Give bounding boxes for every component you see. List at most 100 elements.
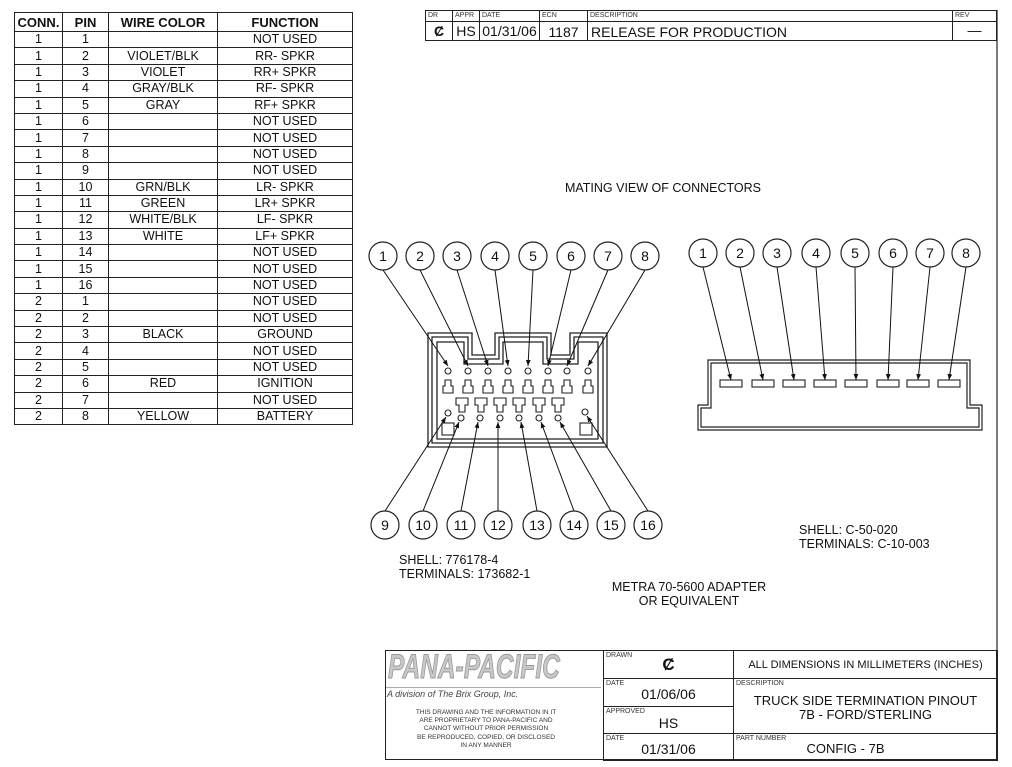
leader-line bbox=[460, 421, 480, 512]
cell-pin: 8 bbox=[62, 407, 109, 426]
pin-balloon: 1 bbox=[688, 238, 718, 268]
pin-balloon: 12 bbox=[483, 510, 513, 540]
pin-balloon-number: 3 bbox=[773, 245, 781, 261]
pin-balloon-circle bbox=[762, 238, 792, 268]
pin-balloon-circle bbox=[556, 241, 586, 271]
terminal bbox=[937, 379, 961, 388]
pin-balloon: 15 bbox=[596, 510, 626, 540]
leader-line bbox=[547, 269, 572, 367]
terminal-cavity bbox=[441, 422, 455, 436]
pin-balloon-circle bbox=[368, 241, 398, 271]
pin-hole bbox=[544, 367, 552, 375]
leader-line bbox=[739, 266, 765, 381]
pin-hole bbox=[457, 414, 465, 422]
rev-header-ecn: ECN bbox=[542, 12, 557, 19]
cell-function: NOT USED bbox=[217, 145, 353, 164]
cell-function: NOT USED bbox=[217, 293, 353, 311]
cell-function: BATTERY bbox=[217, 407, 353, 426]
date-label: DATE bbox=[606, 680, 625, 687]
pin-balloon-circle bbox=[593, 241, 623, 271]
description-label: DESCRIPTION bbox=[736, 680, 784, 687]
cell-function: NOT USED bbox=[217, 162, 353, 180]
drawn-value: Ȼ bbox=[662, 655, 675, 674]
pin-balloon-number: 8 bbox=[641, 248, 649, 264]
leader-line bbox=[853, 266, 859, 381]
proprietary-line: CANNOT WITHOUT PRIOR PERMISSION bbox=[423, 725, 549, 733]
division-text: A division of The Brix Group, Inc. bbox=[387, 689, 519, 699]
pin-balloon: 4 bbox=[801, 238, 831, 268]
pin-hole bbox=[563, 367, 571, 375]
pin-balloon-circle bbox=[725, 238, 755, 268]
pin-balloon-number: 5 bbox=[851, 245, 859, 261]
pin-hole bbox=[444, 367, 452, 375]
pin-hole bbox=[504, 367, 512, 375]
pin-balloon-circle bbox=[840, 238, 870, 268]
pin-balloon-number: 2 bbox=[416, 248, 424, 264]
leader-line bbox=[384, 416, 447, 512]
terminal-cavity bbox=[532, 397, 546, 413]
company-logo: PANA-PACIFIC bbox=[388, 648, 561, 687]
company-block: PANA-PACIFIC A division of The Brix Grou… bbox=[386, 648, 602, 761]
pin-balloon-number: 10 bbox=[415, 517, 431, 533]
pin-balloon-number: 11 bbox=[454, 517, 469, 533]
pin-balloon-circle bbox=[801, 238, 831, 268]
pin-balloon-number: 6 bbox=[567, 248, 575, 264]
pin-balloon: 2 bbox=[405, 241, 435, 271]
proprietary-line: BE REPRODUCED, COPIED, OR DISCLOSED bbox=[417, 733, 555, 741]
proprietary-line: ARE PROPRIETARY TO PANA-PACIFIC AND bbox=[419, 717, 553, 725]
pin-balloon-circle bbox=[559, 510, 589, 540]
logo-underline bbox=[386, 687, 601, 688]
pin-balloon-circle bbox=[915, 238, 945, 268]
pin-balloon-circle bbox=[446, 510, 476, 540]
pin-balloon-circle bbox=[688, 238, 718, 268]
pin-balloon-number: 2 bbox=[736, 245, 744, 261]
pin-balloon-number: 5 bbox=[529, 248, 537, 264]
pin-balloon-number: 13 bbox=[529, 517, 545, 533]
pin-balloon: 6 bbox=[556, 241, 586, 271]
pin-balloon-number: 14 bbox=[566, 517, 582, 533]
pin-balloon-number: 15 bbox=[603, 517, 619, 533]
pin-hole bbox=[484, 367, 492, 375]
pin-balloon-circle bbox=[596, 510, 626, 540]
pin-balloon-number: 4 bbox=[491, 248, 499, 264]
leader-line bbox=[947, 266, 967, 381]
terminal-cavity bbox=[482, 379, 494, 394]
cell-function: LR+ SPKR bbox=[217, 194, 353, 213]
proprietary-line: IN ANY MANNER bbox=[460, 741, 512, 749]
leader-line bbox=[815, 266, 827, 381]
leader-line bbox=[566, 269, 609, 367]
connector2-shell-label: SHELL: C-50-020 bbox=[799, 523, 898, 537]
cell-wire-color: YELLOW bbox=[108, 407, 218, 426]
leader-line bbox=[494, 269, 510, 367]
pin-balloon-number: 7 bbox=[926, 245, 934, 261]
leader-lines bbox=[382, 266, 967, 512]
leader-line bbox=[586, 415, 649, 512]
terminal-cavity bbox=[579, 422, 593, 436]
leader-line bbox=[419, 269, 469, 367]
pin-balloon: 4 bbox=[480, 241, 510, 271]
pin-balloon-circle bbox=[442, 241, 472, 271]
leader-line bbox=[702, 266, 732, 381]
pin-balloon: 14 bbox=[559, 510, 589, 540]
description-line-2: 7B - FORD/STERLING bbox=[799, 707, 932, 722]
pin-balloon-circle bbox=[480, 241, 510, 271]
rev-rev: — bbox=[967, 22, 982, 38]
pin-balloon-circle bbox=[405, 241, 435, 271]
title-block: PANA-PACIFIC A division of The Brix Grou… bbox=[385, 648, 998, 761]
leader-line bbox=[382, 269, 449, 367]
pin-balloon: 8 bbox=[630, 241, 660, 271]
pin-balloon-circle bbox=[370, 510, 400, 540]
terminal bbox=[719, 379, 743, 388]
terminal-cavity bbox=[493, 397, 507, 413]
pin-hole bbox=[535, 414, 543, 422]
rev-header-rev: REV bbox=[955, 12, 970, 19]
pin-balloon: 16 bbox=[633, 510, 663, 540]
